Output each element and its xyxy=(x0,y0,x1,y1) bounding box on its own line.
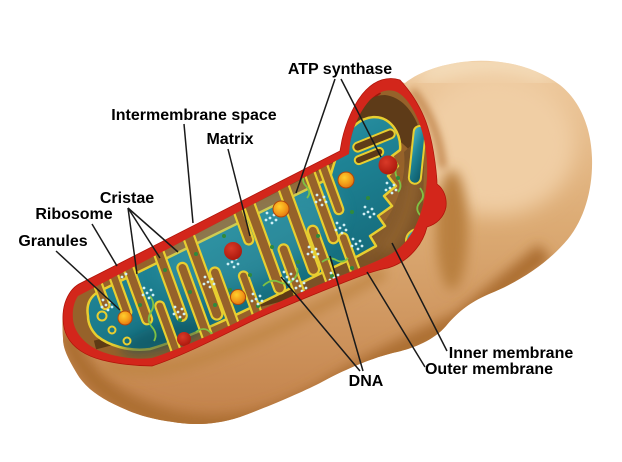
matrix-granule-dots xyxy=(138,170,400,322)
line-inner-membrane xyxy=(391,242,448,352)
line-atp-synthase-left xyxy=(295,78,336,194)
label-cristae: Cristae xyxy=(100,190,154,207)
label-ribosome: Ribosome xyxy=(35,206,112,223)
label-lines xyxy=(55,78,448,372)
line-dna-left xyxy=(280,276,361,372)
line-granules xyxy=(55,250,121,311)
label-matrix: Matrix xyxy=(206,131,253,148)
line-intermembrane-space xyxy=(183,123,194,224)
line-matrix xyxy=(227,148,251,237)
label-inner-membrane: Inner membrane xyxy=(449,345,574,362)
cristae-cross-sections xyxy=(96,310,132,346)
label-intermembrane-space: Intermembrane space xyxy=(111,107,277,124)
line-atp-synthase-right xyxy=(340,78,382,158)
cristae-dome-folds xyxy=(352,128,396,166)
labels: ATP synthase Intermembrane space Matrix … xyxy=(18,61,573,390)
line-cristae-2 xyxy=(127,207,161,259)
line-cristae-3 xyxy=(127,207,179,253)
atp-synthase-particles xyxy=(177,155,398,346)
line-cristae-1 xyxy=(127,207,138,275)
label-dna: DNA xyxy=(349,373,384,390)
line-ribosome xyxy=(91,223,118,267)
label-atp-synthase: ATP synthase xyxy=(288,61,392,78)
line-outer-membrane xyxy=(366,271,426,368)
line-dna-right xyxy=(329,255,364,372)
cristae xyxy=(90,161,365,358)
label-outer-membrane: Outer membrane xyxy=(425,361,553,378)
label-granules: Granules xyxy=(18,233,87,250)
